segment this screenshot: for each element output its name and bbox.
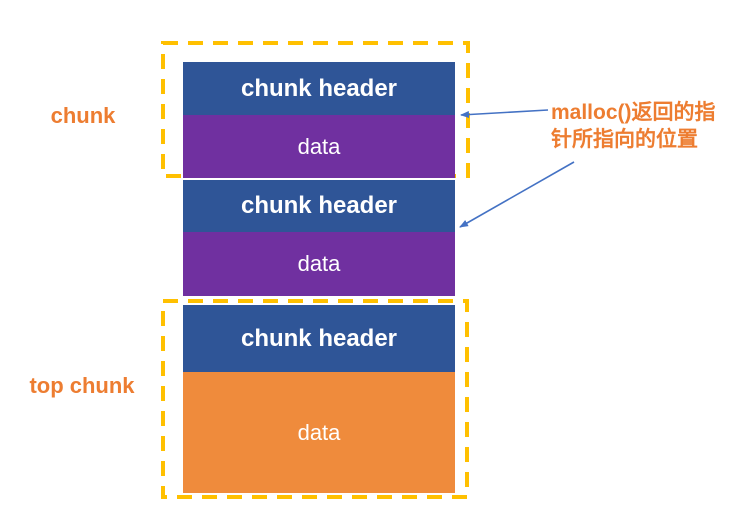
malloc-annotation: malloc()返回的指 针所指向的位置 [551,99,743,153]
malloc-pointer-arrow-2 [459,161,575,228]
malloc-annotation-line2: 针所指向的位置 [551,128,698,151]
top-chunk-label: top chunk [29,373,135,398]
top-chunk-header-box: chunk header [183,305,455,372]
chunk-label: chunk [50,103,116,128]
chunk2-header-box: chunk header [183,180,455,232]
top-chunk-data-box: data [183,372,455,493]
chunk2-data-label: data [297,251,341,276]
malloc-annotation-line1: malloc()返回的指 [551,101,716,124]
top-chunk-header-label: chunk header [240,324,398,352]
chunk1-header-box: chunk header [183,62,455,115]
malloc-pointer-arrow-1 [460,109,549,119]
chunk1-header-label: chunk header [240,74,398,102]
chunk2-data-box: data [183,232,455,296]
chunk1-data-label: data [297,133,341,159]
chunk2-header-label: chunk header [240,192,398,219]
top-chunk-data-label: data [297,419,341,445]
chunk1-data-box: data [183,115,455,178]
